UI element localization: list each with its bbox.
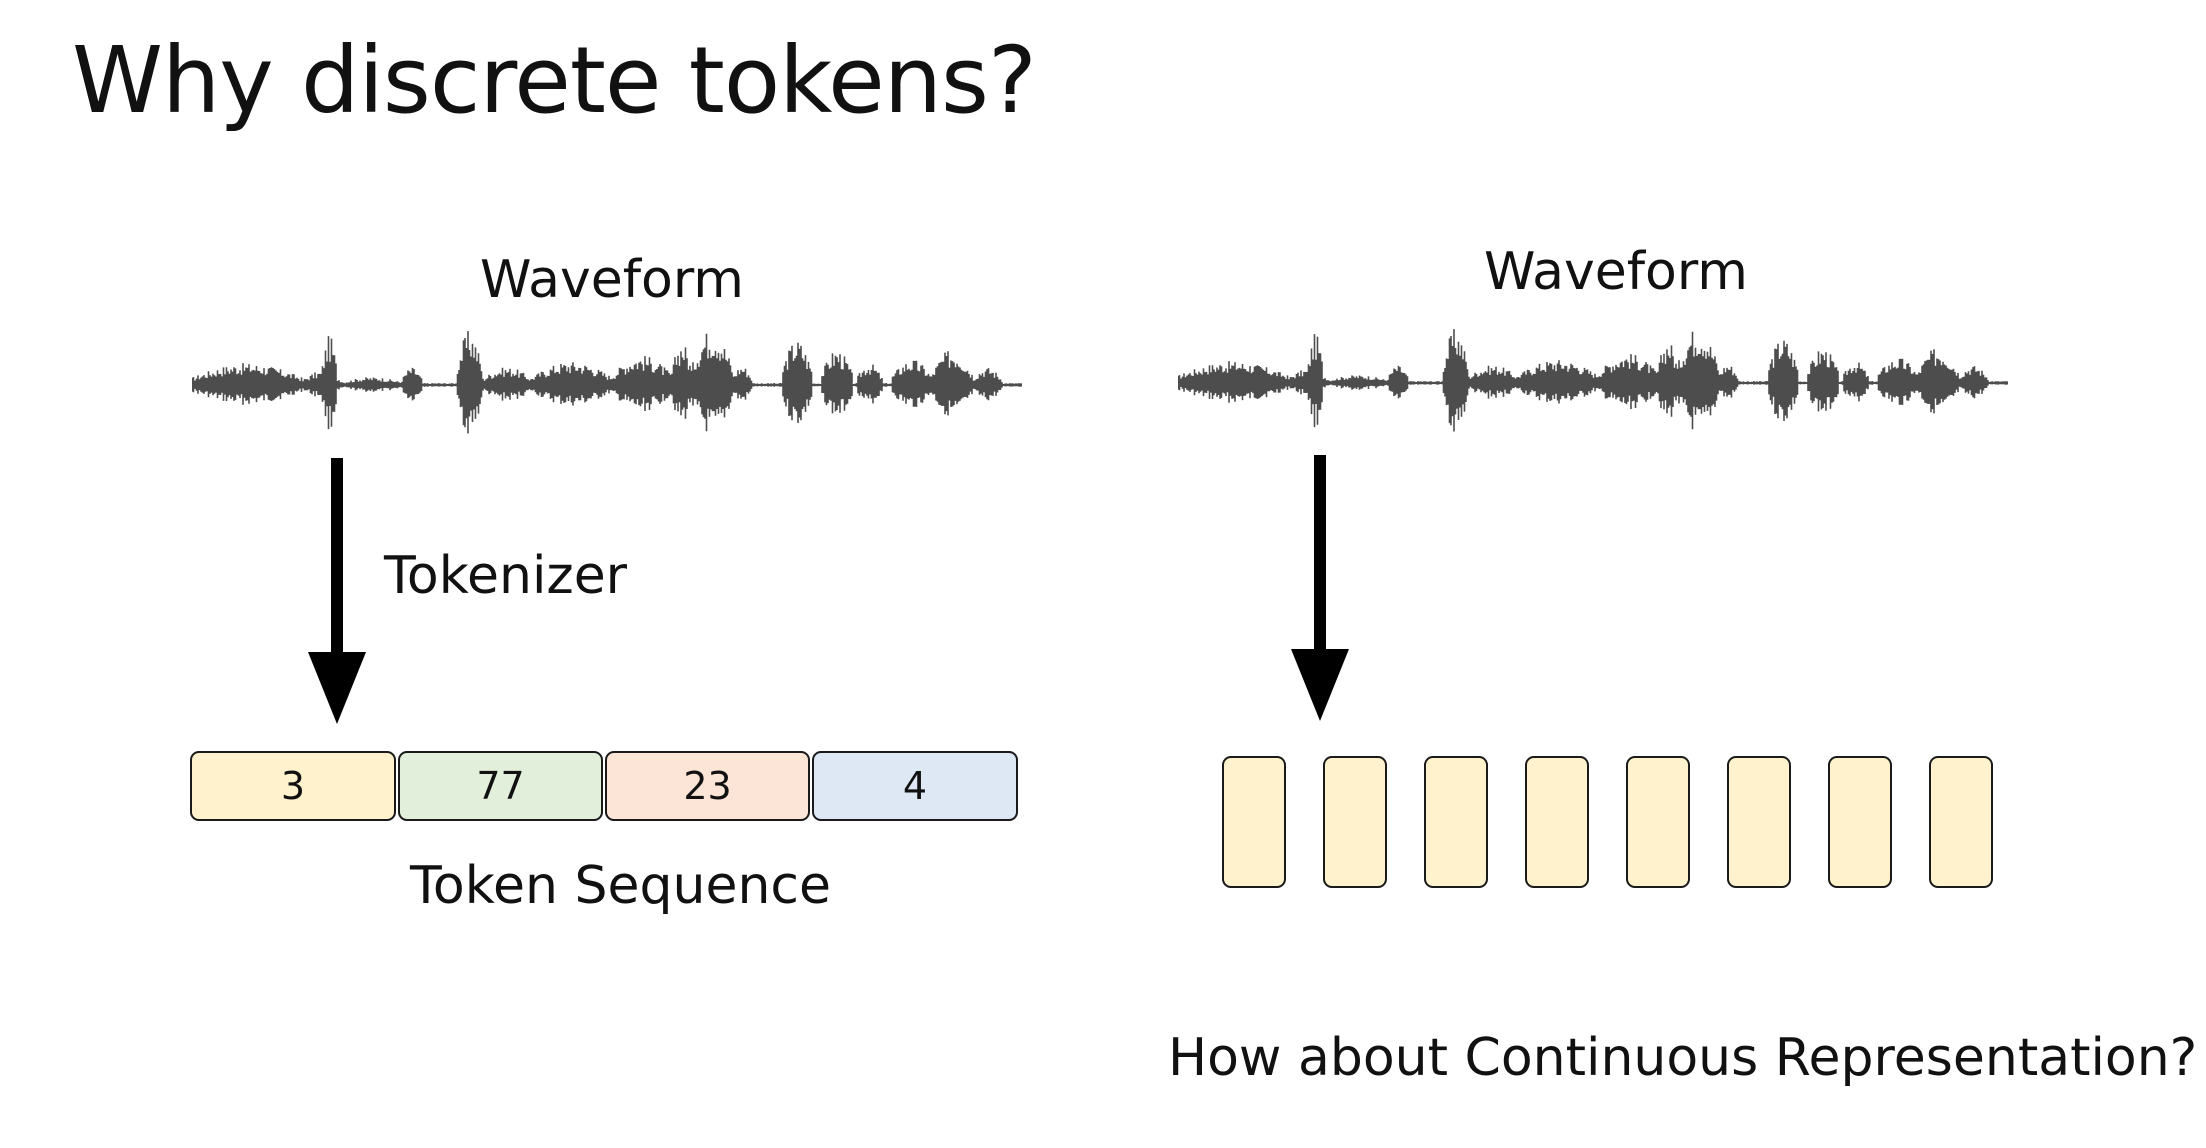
- encoder-arrow: [1291, 455, 1349, 721]
- token-box: 4: [812, 751, 1018, 821]
- tokenizer-label: Tokenizer: [384, 546, 628, 606]
- token-sequence: 3 77 23 4: [190, 751, 1020, 821]
- continuous-vector: [1828, 756, 1892, 888]
- right-waveform-label: Waveform: [1484, 242, 1748, 302]
- token-box: 23: [605, 751, 810, 821]
- token-value: 3: [280, 764, 306, 808]
- continuous-question: How about Continuous Representation?: [1168, 1028, 2198, 1088]
- left-waveform: [192, 331, 1022, 434]
- continuous-vector: [1323, 756, 1387, 888]
- continuous-vector: [1222, 756, 1286, 888]
- token-box: 77: [398, 751, 603, 821]
- token-value: 4: [902, 764, 928, 808]
- tokenizer-arrow: [308, 458, 366, 724]
- waveform-trace: [192, 331, 1022, 434]
- continuous-vector: [1929, 756, 1993, 888]
- token-box: 3: [190, 751, 396, 821]
- token-value: 23: [683, 764, 732, 808]
- continuous-vector: [1727, 756, 1791, 888]
- continuous-vector: [1424, 756, 1488, 888]
- continuous-vectors: [1222, 756, 1993, 888]
- token-sequence-label: Token Sequence: [410, 856, 831, 916]
- waveform-trace: [1178, 329, 2008, 432]
- right-waveform: [1178, 329, 2008, 432]
- continuous-vector: [1525, 756, 1589, 888]
- token-value: 77: [476, 764, 525, 808]
- left-waveform-label: Waveform: [480, 250, 744, 310]
- continuous-vector: [1626, 756, 1690, 888]
- slide-title: Why discrete tokens?: [72, 27, 1037, 134]
